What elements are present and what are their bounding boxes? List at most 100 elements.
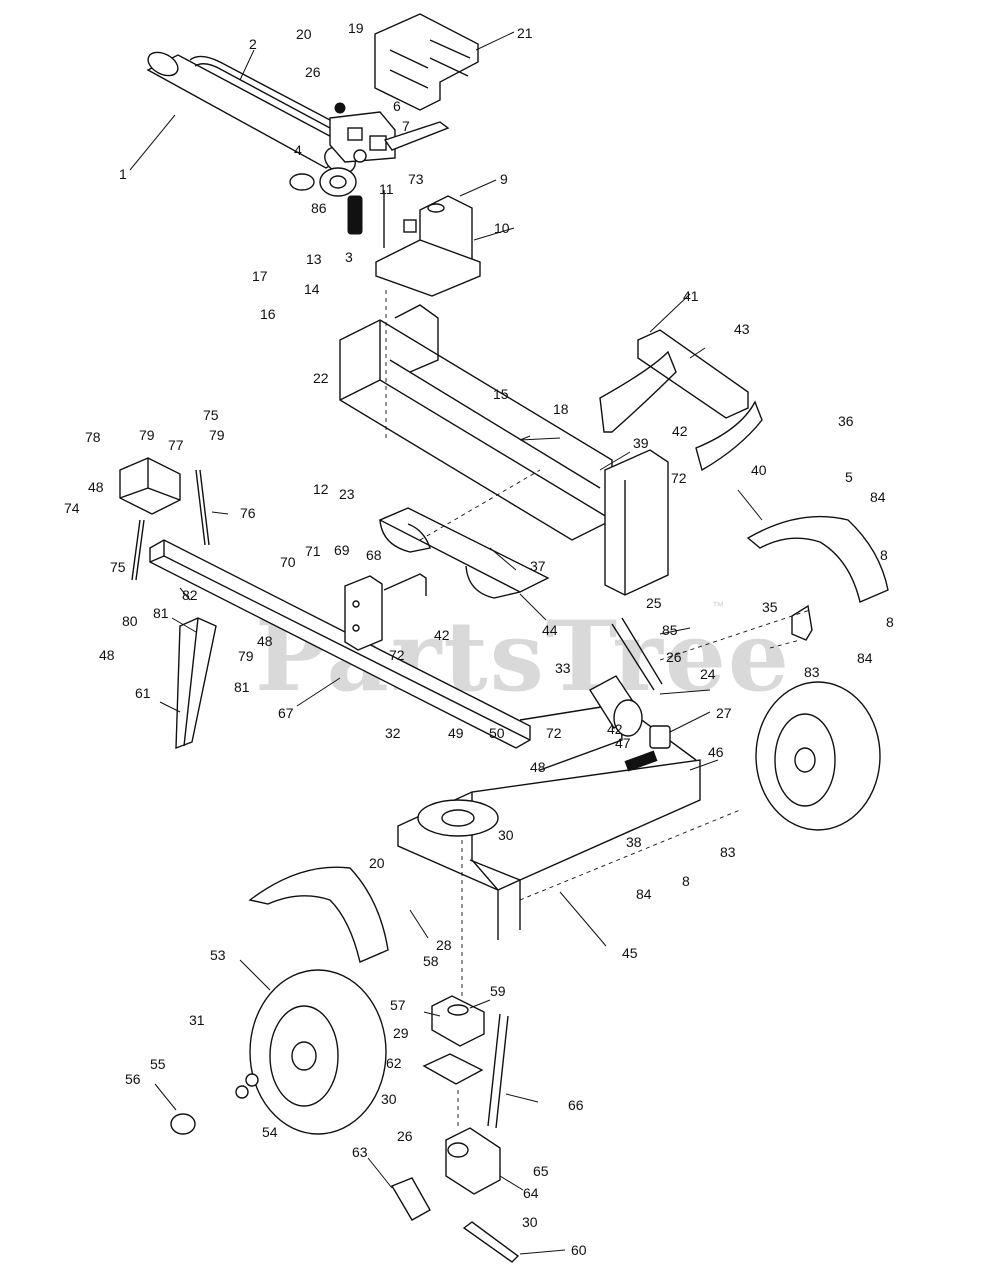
pump-mount-part: [422, 995, 485, 1085]
callout-23: 23: [339, 486, 355, 502]
callout-56: 56: [125, 1071, 141, 1087]
callout-69: 69: [334, 542, 350, 558]
callout-30c: 30: [522, 1214, 538, 1230]
callout-86: 86: [311, 200, 327, 216]
fender-left-part: [248, 866, 389, 963]
callout-55: 55: [150, 1056, 166, 1072]
callout-84a: 84: [870, 489, 886, 505]
callout-64: 64: [523, 1185, 539, 1201]
callout-57: 57: [390, 997, 406, 1013]
callout-33: 33: [555, 660, 571, 676]
callout-68: 68: [366, 547, 382, 563]
callout-45: 45: [622, 945, 638, 961]
tongue-part: [149, 539, 531, 749]
spring-85-part: [611, 617, 663, 691]
callout-8b: 8: [886, 614, 894, 630]
callout-42b: 42: [434, 627, 450, 643]
callout-73: 73: [408, 171, 424, 187]
watermark-trademark: ™: [712, 599, 724, 613]
valve-bracket-part: [374, 13, 479, 111]
callout-83b: 83: [720, 844, 736, 860]
handle-part: [383, 573, 427, 596]
callout-48d: 48: [530, 759, 546, 775]
callout-26b: 26: [666, 649, 682, 665]
beam-part: [339, 304, 669, 596]
callout-10: 10: [494, 220, 510, 236]
callout-32: 32: [385, 725, 401, 741]
callout-54: 54: [262, 1124, 278, 1140]
callout-48b: 48: [99, 647, 115, 663]
callout-42c: 42: [607, 721, 623, 737]
callout-76: 76: [240, 505, 256, 521]
callout-20b: 20: [369, 855, 385, 871]
callout-47: 47: [615, 735, 631, 751]
callout-58: 58: [423, 953, 439, 969]
callout-5: 5: [845, 469, 853, 485]
callout-19: 19: [348, 20, 364, 36]
callout-31: 31: [189, 1012, 205, 1028]
callout-22: 22: [313, 370, 329, 386]
callout-67: 67: [278, 705, 294, 721]
callout-13: 13: [306, 251, 322, 267]
callout-26c: 26: [397, 1128, 413, 1144]
leader-lines: [129, 31, 763, 1255]
callout-37: 37: [530, 558, 546, 574]
callout-62: 62: [386, 1055, 402, 1071]
callout-39: 39: [633, 435, 649, 451]
main-frame-part: [397, 703, 701, 940]
callout-16: 16: [260, 306, 276, 322]
callout-79c: 79: [238, 648, 254, 664]
callout-18: 18: [553, 401, 569, 417]
callout-48a: 48: [88, 479, 104, 495]
callout-42a: 42: [672, 423, 688, 439]
callout-63: 63: [352, 1144, 368, 1160]
jack-stand-part: [175, 617, 217, 750]
callout-75a: 75: [203, 407, 219, 423]
hub-cap-part: [170, 1073, 259, 1135]
callout-2: 2: [249, 36, 257, 52]
callout-85: 85: [662, 622, 678, 638]
callout-81a: 81: [153, 605, 169, 621]
callout-61: 61: [135, 685, 151, 701]
callout-9: 9: [500, 171, 508, 187]
fitting-27-part: [649, 725, 671, 749]
return-hose-part: [487, 1013, 509, 1129]
callout-11: 11: [379, 181, 394, 197]
callout-71: 71: [305, 543, 321, 559]
callout-20a: 20: [296, 26, 312, 42]
callout-74: 74: [64, 500, 80, 516]
callout-44: 44: [542, 622, 558, 638]
callout-49: 49: [448, 725, 464, 741]
safety-chain-part: [131, 469, 210, 581]
wheel-right-part: [755, 681, 881, 831]
callout-24: 24: [700, 666, 716, 682]
callout-65: 65: [533, 1163, 549, 1179]
callout-17: 17: [252, 268, 268, 284]
callout-38: 38: [626, 834, 642, 850]
beam-guide-part: [599, 329, 763, 472]
callout-77: 77: [168, 437, 184, 453]
callout-4: 4: [294, 142, 302, 158]
pedestal-part: [344, 575, 383, 651]
callout-48c: 48: [257, 633, 273, 649]
callout-8a: 8: [880, 547, 888, 563]
callout-66: 66: [568, 1097, 584, 1113]
callout-70: 70: [280, 554, 296, 570]
callout-79a: 79: [139, 427, 155, 443]
callout-30b: 30: [381, 1091, 397, 1107]
callout-30a: 30: [498, 827, 514, 843]
pump-part: [445, 1127, 501, 1195]
callout-labels: 1 2 3 4 5 6 7 8 8 8 9 10 11 12 13 14 15 …: [64, 20, 894, 1258]
callout-72a: 72: [546, 725, 562, 741]
callout-3: 3: [345, 249, 353, 265]
wedge-plate-part: [378, 507, 550, 599]
callout-25: 25: [646, 595, 662, 611]
axle-bracket-part: [791, 604, 813, 641]
callout-35: 35: [762, 599, 778, 615]
callout-72c: 72: [671, 470, 687, 486]
callout-43: 43: [734, 321, 750, 337]
callout-79b: 79: [209, 427, 225, 443]
callout-80: 80: [122, 613, 138, 629]
callout-36: 36: [838, 413, 854, 429]
